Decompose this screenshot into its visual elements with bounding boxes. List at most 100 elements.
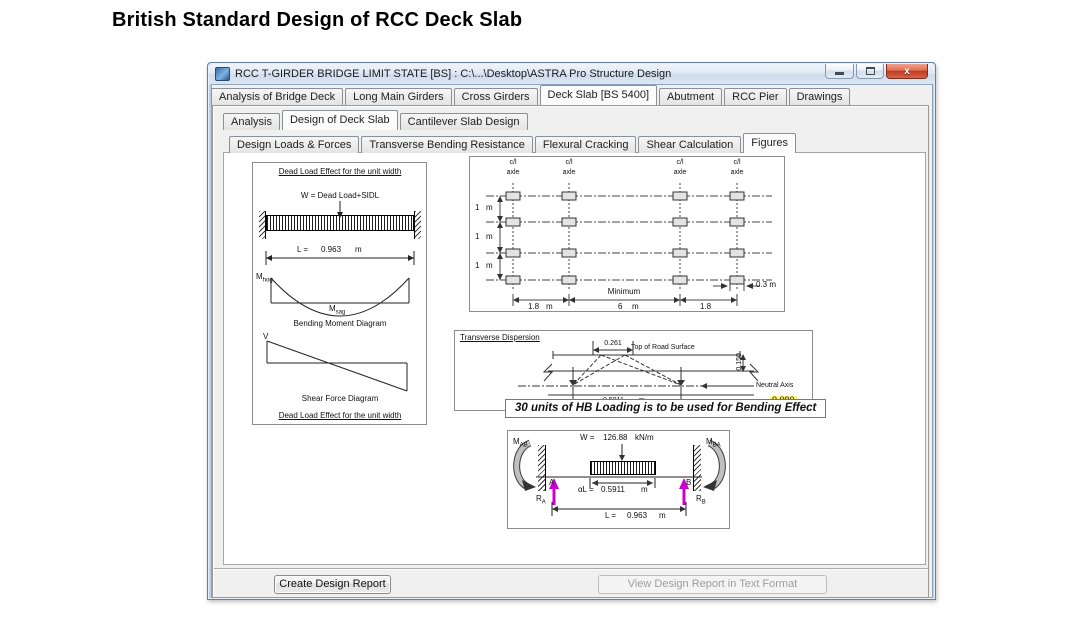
beam-l-unit: m <box>659 511 666 520</box>
tab-analysis-of-bridge-deck[interactable]: Analysis of Bridge Deck <box>211 88 344 105</box>
beam-w-unit: kN/m <box>635 433 654 442</box>
tab-flexural-cracking[interactable]: Flexural Cracking <box>534 136 637 153</box>
dim-0-150: 0.150 <box>735 353 743 371</box>
hb-loading-banner: 30 units of HB Loading is to be used for… <box>505 399 827 418</box>
hb-axle-figure: c/l c/l c/l c/l axle axle axle axle 1 m … <box>469 156 785 312</box>
dead-load-w-label: W = Dead Load+SIDL <box>300 191 380 200</box>
hogging-moment-label: Mhog <box>256 272 273 284</box>
tab-deck-slab-bs5400[interactable]: Deck Slab [BS 5400] <box>539 85 658 105</box>
dead-load-title-top: Dead Load Effect for the unit width <box>278 167 402 176</box>
dim-0-261: 0.261 <box>604 340 622 347</box>
axle-spacing-3-unit: m <box>486 261 493 270</box>
bmd-caption: Bending Moment Diagram <box>293 319 387 328</box>
page-title: British Standard Design of RCC Deck Slab <box>112 9 523 31</box>
tab-design-loads-forces[interactable]: Design Loads & Forces <box>229 136 360 153</box>
reaction-a-label: RA <box>536 494 546 506</box>
dim-1-8-left-unit: m <box>546 302 553 311</box>
axle-label-1: axle <box>506 169 520 176</box>
beam-w-value: 126.88 <box>603 433 628 442</box>
left-fixed-support <box>259 211 266 239</box>
moment-ba-label: MBA <box>706 437 721 449</box>
node-a-label: A <box>549 478 555 487</box>
node-b-label: B <box>686 478 692 487</box>
tab-analysis[interactable]: Analysis <box>223 113 280 130</box>
support-wall-a <box>538 445 546 491</box>
dim-1-8-left: 1.8 <box>528 302 540 311</box>
road-surface-label: Top of Road Surface <box>631 344 695 351</box>
alpha-l-prefix: αL = <box>578 485 594 494</box>
sagging-moment-label: Msag <box>329 304 346 316</box>
moment-ab-label: MAB <box>513 437 528 449</box>
close-button[interactable]: x <box>886 64 928 79</box>
axle-spacing-2-unit: m <box>486 232 493 241</box>
axle-spacing-1-unit: m <box>486 203 493 212</box>
dim-0-3: 0.3 m <box>756 280 777 289</box>
alpha-l-value: 0.5911 <box>601 485 625 494</box>
axle-cl-label-3: c/l <box>676 159 684 166</box>
beam-w-prefix: W = <box>580 433 595 442</box>
dispersion-title: Transverse Dispersion <box>460 333 540 342</box>
transverse-dispersion-figure: Transverse Dispersion 0.261 Top of Road … <box>454 330 813 411</box>
tab-cantilever-slab-design[interactable]: Cantilever Slab Design <box>399 113 528 130</box>
axle-grid-diagram <box>486 183 772 306</box>
tab-figures[interactable]: Figures <box>743 133 796 153</box>
support-wall-b <box>693 445 701 491</box>
tab-rcc-pier[interactable]: RCC Pier <box>724 88 787 105</box>
span-length-value: 0.963 <box>321 245 342 254</box>
span-length-prefix: L = <box>297 245 309 254</box>
axle-cl-label-4: c/l <box>733 159 741 166</box>
figures-canvas: Dead Load Effect for the unit width W = … <box>223 152 926 565</box>
titlebar[interactable]: RCC T-GIRDER BRIDGE LIMIT STATE [BS] : C… <box>209 64 935 84</box>
main-tab-bar: Analysis of Bridge Deck Long Main Girder… <box>211 85 851 105</box>
sfd-caption: Shear Force Diagram <box>301 394 379 403</box>
beam-l-value: 0.963 <box>627 511 648 520</box>
axle-spacing-3-value: 1 <box>475 261 480 270</box>
design-tab-bar: Analysis Design of Deck Slab Cantilever … <box>223 110 528 130</box>
axle-cl-label-1: c/l <box>509 159 517 166</box>
tab-abutment[interactable]: Abutment <box>659 88 723 105</box>
axle-spacing-1-value: 1 <box>475 203 480 212</box>
axle-label-3: axle <box>673 169 687 176</box>
tab-drawings[interactable]: Drawings <box>788 88 851 105</box>
dispersion-diagram <box>518 341 760 403</box>
dim-6-unit: m <box>632 302 639 311</box>
right-fixed-support <box>414 211 421 239</box>
dead-load-title-bottom: Dead Load Effect for the unit width <box>278 411 402 420</box>
minimize-icon <box>835 72 844 75</box>
tab-shear-calculation[interactable]: Shear Calculation <box>638 136 742 153</box>
app-icon <box>215 67 230 81</box>
footer-divider <box>214 568 928 570</box>
alpha-l-unit: m <box>641 485 648 494</box>
minimum-label: Minimum <box>607 287 641 296</box>
figure-tab-bar: Design Loads & Forces Transverse Bending… <box>229 133 796 153</box>
app-window: RCC T-GIRDER BRIDGE LIMIT STATE [BS] : C… <box>207 62 936 600</box>
maximize-icon <box>865 67 875 75</box>
tab-long-main-girders[interactable]: Long Main Girders <box>345 88 452 105</box>
beam-l-prefix: L = <box>605 511 617 520</box>
minimize-button[interactable] <box>825 64 854 79</box>
axle-label-2: axle <box>562 169 576 176</box>
shear-axis-label: V <box>263 332 269 341</box>
axle-cl-label-2: c/l <box>565 159 573 166</box>
span-length-unit: m <box>355 245 362 254</box>
reaction-b-label: RB <box>696 494 706 506</box>
axle-spacing-2-value: 1 <box>475 232 480 241</box>
beam-diagram <box>513 439 726 516</box>
neutral-axis-label: Neutral Axis <box>756 382 794 389</box>
udl-load-block <box>266 215 414 231</box>
tab-transverse-bending-resistance[interactable]: Transverse Bending Resistance <box>361 136 533 153</box>
create-design-report-button[interactable]: Create Design Report <box>274 575 391 594</box>
window-title: RCC T-GIRDER BRIDGE LIMIT STATE [BS] : C… <box>235 68 672 80</box>
dead-load-diagram <box>265 201 415 392</box>
dead-load-figure: Dead Load Effect for the unit width W = … <box>252 162 427 425</box>
window-controls: x <box>823 64 928 79</box>
maximize-button[interactable] <box>856 64 884 79</box>
fixed-beam-figure: W = 126.88 kN/m MAB MBA A B αL = 0.5911 … <box>507 430 730 529</box>
tab-design-of-deck-slab[interactable]: Design of Deck Slab <box>281 110 398 130</box>
tab-cross-girders[interactable]: Cross Girders <box>453 88 538 105</box>
view-design-report-button[interactable]: View Design Report in Text Format <box>598 575 827 594</box>
patch-load-block <box>590 461 656 475</box>
dim-1-8-right: 1.8 <box>700 302 712 311</box>
dim-6: 6 <box>618 302 623 311</box>
